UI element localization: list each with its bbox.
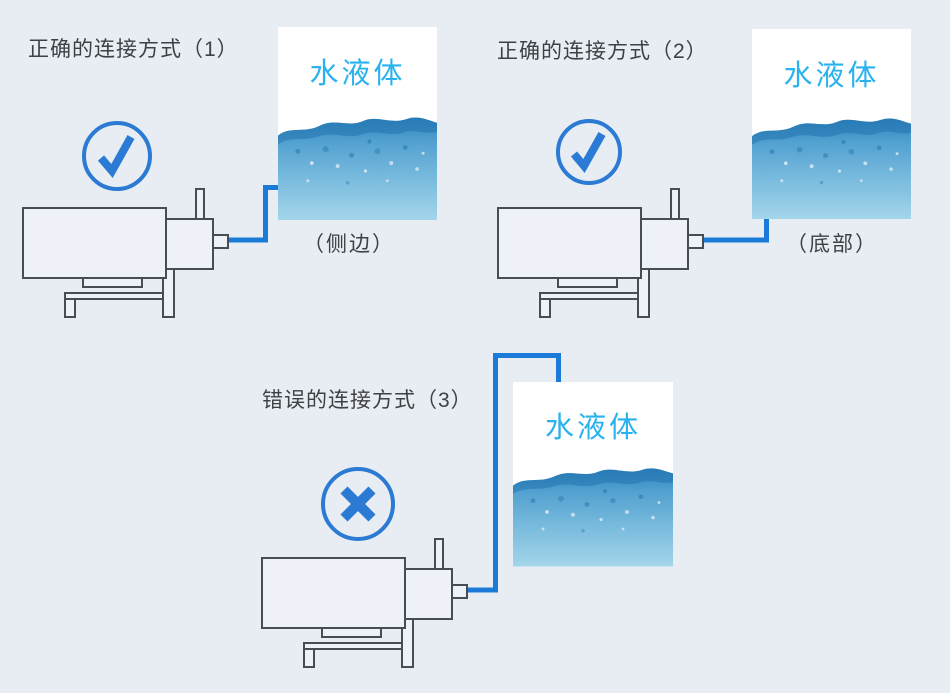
tank-label: 水液体 [783, 59, 880, 92]
water-illustration [752, 118, 911, 219]
water-tank-2: 水液体 [752, 29, 911, 219]
diagram-title-2: 正确的连接方式（2） [497, 40, 708, 63]
water-tank-3: 水液体 [513, 382, 673, 567]
connection-point-label-side: （侧边） [303, 233, 395, 256]
connection-point-label-bottom: （底部） [786, 233, 878, 256]
water-illustration [278, 117, 437, 220]
pump-illustration-1 [22, 188, 229, 318]
pump-illustration-2 [497, 188, 704, 318]
tank-label: 水液体 [309, 58, 406, 91]
tank-label: 水液体 [544, 412, 641, 445]
water-illustration [513, 468, 673, 567]
diagram-title-3: 错误的连接方式（3） [262, 389, 473, 412]
cross-icon [321, 467, 395, 541]
pipe-top-connection-wrong [467, 353, 561, 593]
pump-illustration-3 [261, 538, 468, 668]
water-tank-1: 水液体 [278, 27, 437, 220]
check-icon [82, 121, 152, 191]
check-icon [556, 119, 622, 185]
pipe-side-connection [228, 185, 279, 243]
pipe-bottom-connection [703, 218, 769, 243]
diagram-title-1: 正确的连接方式（1） [28, 38, 239, 61]
